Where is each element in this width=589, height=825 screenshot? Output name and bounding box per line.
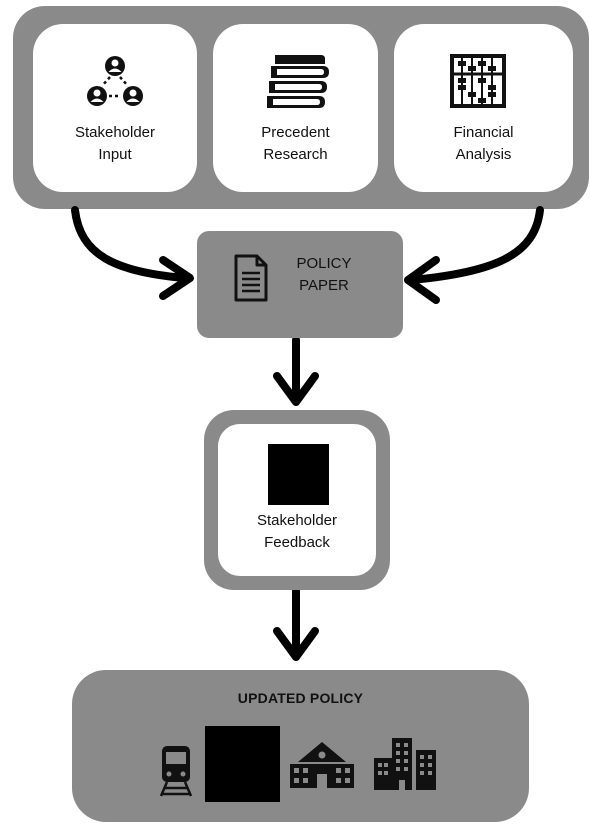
train-icon bbox=[159, 746, 193, 797]
label-line: POLICY bbox=[296, 255, 352, 272]
buildings-icon bbox=[374, 738, 436, 790]
arrowhead-down-1 bbox=[273, 372, 319, 406]
label-line: Financial bbox=[453, 124, 514, 141]
card-label-financial-analysis: Financial Analysis bbox=[394, 122, 573, 166]
books-icon bbox=[267, 55, 329, 108]
arrowhead-down-2 bbox=[273, 627, 319, 661]
policy-paper-box: POLICY PAPER bbox=[197, 231, 403, 338]
card-stakeholder-input: Stakeholder Input bbox=[33, 24, 197, 192]
document-icon bbox=[234, 254, 268, 302]
label-line: Stakeholder bbox=[74, 124, 156, 141]
stakeholder-network-icon bbox=[87, 56, 143, 106]
abacus-icon bbox=[450, 54, 506, 108]
label-line: Input bbox=[98, 146, 132, 163]
card-stakeholder-feedback: Stakeholder Feedback bbox=[218, 424, 376, 576]
card-label-stakeholder-feedback: Stakeholder Feedback bbox=[218, 510, 376, 554]
arrowhead-left bbox=[159, 256, 194, 300]
redacted-square bbox=[268, 444, 329, 505]
label-line: Analysis bbox=[455, 146, 512, 163]
school-icon bbox=[290, 742, 354, 788]
updated-policy-title: UPDATED POLICY bbox=[237, 690, 364, 706]
arrowhead-right bbox=[404, 256, 440, 304]
label-line: Precedent bbox=[261, 124, 330, 141]
arrow-right-to-policy bbox=[408, 206, 544, 284]
arrow-left-to-policy bbox=[71, 206, 189, 282]
card-precedent-research: Precedent Research bbox=[213, 24, 378, 192]
card-label-stakeholder-input: Stakeholder Input bbox=[33, 122, 197, 166]
label-line: Feedback bbox=[264, 534, 330, 551]
policy-paper-label: POLICY PAPER bbox=[283, 253, 365, 297]
label-line: PAPER bbox=[299, 277, 349, 294]
updated-policy-box: UPDATED POLICY bbox=[72, 670, 529, 822]
label-line: Research bbox=[263, 146, 328, 163]
card-financial-analysis: Financial Analysis bbox=[394, 24, 573, 192]
label-line: Stakeholder bbox=[256, 512, 338, 529]
card-label-precedent-research: Precedent Research bbox=[213, 122, 378, 166]
redacted-square bbox=[205, 726, 280, 802]
